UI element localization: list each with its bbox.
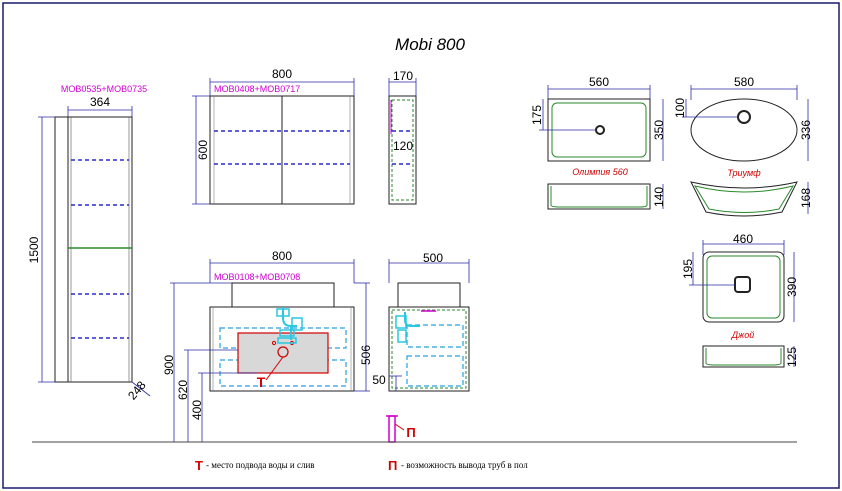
joy-hole: 195	[681, 259, 695, 279]
p-marker: П	[406, 425, 415, 440]
tall-cabinet-code: MOB0535+MOB0735	[61, 84, 147, 94]
olimpia-height: 140	[652, 187, 666, 207]
triumf-depth: 336	[799, 120, 813, 140]
basin-triumf: 580 100 336 Триумф 168	[673, 75, 813, 217]
vanity-code: MOB0108+MOB0708	[214, 272, 300, 282]
mirror-cabinet-code: MOB0408+MOB0717	[214, 84, 300, 94]
mirror-side: 170 120	[388, 69, 417, 205]
tall-cabinet-width: 364	[90, 95, 110, 109]
vanity-height-400: 400	[190, 400, 204, 420]
triumf-name: Триумф	[727, 168, 761, 178]
triumf-height: 168	[799, 188, 813, 208]
t-marker: Т	[257, 374, 266, 390]
vanity-side: 500 50	[372, 251, 470, 392]
legend: Т - место подвода воды и слив П - возмож…	[195, 458, 528, 473]
legend-t-glyph: Т	[195, 458, 203, 473]
vanity-side-pipe: 50	[372, 373, 386, 387]
olimpia-hole: 175	[530, 105, 544, 125]
triumf-width: 580	[734, 75, 754, 89]
vanity-side-depth: 500	[423, 251, 443, 265]
triumf-hole: 100	[673, 98, 687, 118]
mirror-side-shelf: 120	[393, 139, 413, 153]
olimpia-name: Олимпия 560	[572, 167, 627, 177]
olimpia-depth: 350	[652, 120, 666, 140]
joy-name: Джой	[731, 330, 755, 340]
joy-width: 460	[733, 232, 753, 246]
vanity: 800 MOB0108+MOB0708 Т 900 620 400 50	[162, 249, 373, 443]
legend-p-text: - возможность вывода труб в пол	[401, 460, 528, 470]
legend-t-text: - место подвода воды и слив	[206, 460, 315, 470]
floor-pipe: П	[386, 415, 416, 443]
mirror-cabinet-height: 600	[196, 140, 210, 160]
basin-joy: 460 195 390 Джой 125	[681, 232, 799, 368]
olimpia-width: 560	[589, 75, 609, 89]
mirror-side-depth: 170	[393, 69, 413, 83]
joy-height: 125	[785, 347, 799, 367]
tall-cabinet: MOB0535+MOB0735 364 1500 248	[27, 84, 151, 403]
vanity-height-total: 900	[162, 355, 176, 375]
vanity-height-506: 506	[359, 345, 373, 365]
joy-depth: 390	[785, 277, 799, 297]
tall-cabinet-height: 1500	[27, 236, 41, 263]
mirror-cabinet-width: 800	[272, 67, 292, 81]
basin-olimpia: 560 175 350 Олимпия 560 140	[530, 75, 666, 210]
page-title: Mobi 800	[395, 35, 465, 54]
mirror-cabinet: 800 MOB0408+MOB0717 600	[192, 67, 355, 205]
vanity-width: 800	[272, 249, 292, 263]
vanity-height-620: 620	[176, 380, 190, 400]
legend-p-glyph: П	[388, 458, 397, 473]
